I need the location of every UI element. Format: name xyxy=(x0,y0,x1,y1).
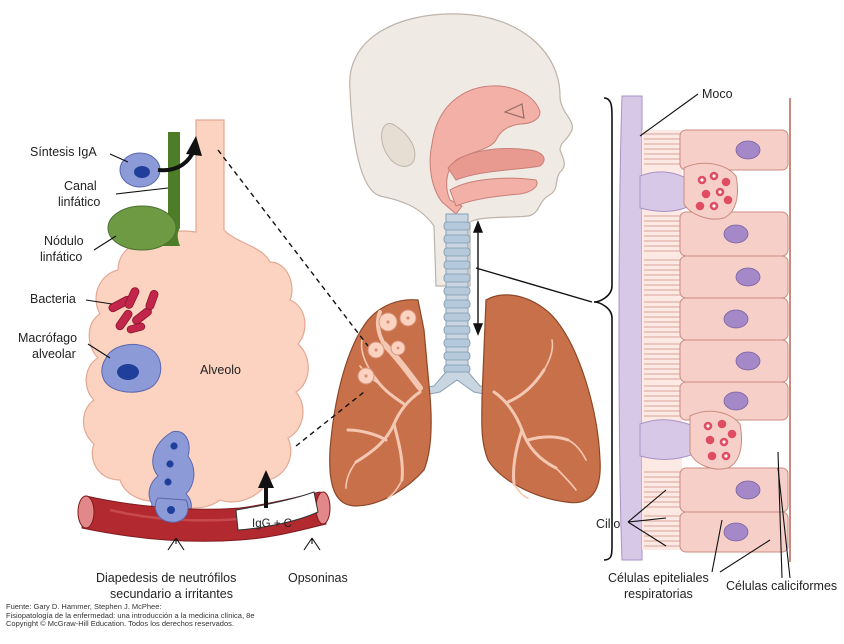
trachea-ring xyxy=(444,235,470,243)
label-nodulo-line2: linfático xyxy=(40,250,82,264)
label-diapedesis-line2: secundario a irritantes xyxy=(110,587,233,600)
mucociliary-arrows xyxy=(474,222,482,334)
epithelial-nucleus xyxy=(724,392,748,410)
epithelial-nucleus xyxy=(736,481,760,499)
epithelial-nucleus xyxy=(736,141,760,159)
label-macrofago-line2: alveolar xyxy=(32,347,76,361)
label-cilio: Cilio xyxy=(596,517,620,531)
source-citation: Fuente: Gary D. Hammer, Stephen J. McPhe… xyxy=(6,603,255,629)
epithelial-cell xyxy=(680,256,788,298)
trachea-ring xyxy=(444,300,470,308)
trachea-ring xyxy=(444,248,470,256)
label-bacteria: Bacteria xyxy=(30,292,76,306)
goblet-cell-bottom xyxy=(690,411,742,469)
alveolar-macrophage xyxy=(102,344,161,392)
goblet-cell-top xyxy=(684,163,738,219)
label-celulas-epiteliales-line2: respiratorias xyxy=(624,587,693,600)
epithelial-nucleus xyxy=(724,225,748,243)
label-celulas-caliciformes: Células caliciformes xyxy=(726,579,837,593)
iga-cell xyxy=(120,153,160,187)
trachea-ring xyxy=(444,261,470,269)
trachea-ring xyxy=(444,339,470,347)
label-sintesis-iga: Síntesis IgA xyxy=(30,145,97,159)
trachea-ring xyxy=(444,326,470,334)
lymph-node xyxy=(108,206,176,250)
epithelial-nucleus xyxy=(724,523,748,541)
trachea-ring xyxy=(444,287,470,295)
label-igg: IgG + C xyxy=(252,518,292,530)
epithelial-nucleus xyxy=(736,352,760,370)
epithelial-nucleus xyxy=(724,310,748,328)
trachea-ring xyxy=(444,352,470,360)
trachea-ring xyxy=(444,313,470,321)
label-diapedesis-line1: Diapedesis de neutrófilos xyxy=(96,571,236,585)
label-moco: Moco xyxy=(702,87,733,101)
trachea-ring xyxy=(444,222,470,230)
diagram-canvas: Síntesis IgA Canal linfático Nódulo linf… xyxy=(0,0,844,600)
label-macrofago-line1: Macrófago xyxy=(18,331,77,345)
label-celulas-epiteliales-line1: Células epiteliales xyxy=(608,571,709,585)
epithelial-cell xyxy=(680,340,788,382)
label-alveolo: Alveolo xyxy=(200,363,241,377)
epithelium-panel xyxy=(594,96,790,562)
alveolus xyxy=(84,120,309,508)
label-opsoninas: Opsoninas xyxy=(288,571,348,585)
source-line-3: Copyright © McGraw-Hill Education. Todos… xyxy=(6,620,255,629)
label-canal-line1: Canal xyxy=(64,179,97,193)
label-nodulo-line1: Nódulo xyxy=(44,234,84,248)
trachea-ring xyxy=(444,274,470,282)
label-canal-line2: linfático xyxy=(58,195,100,209)
epithelial-nucleus xyxy=(736,268,760,286)
epithelial-cell xyxy=(680,468,788,512)
